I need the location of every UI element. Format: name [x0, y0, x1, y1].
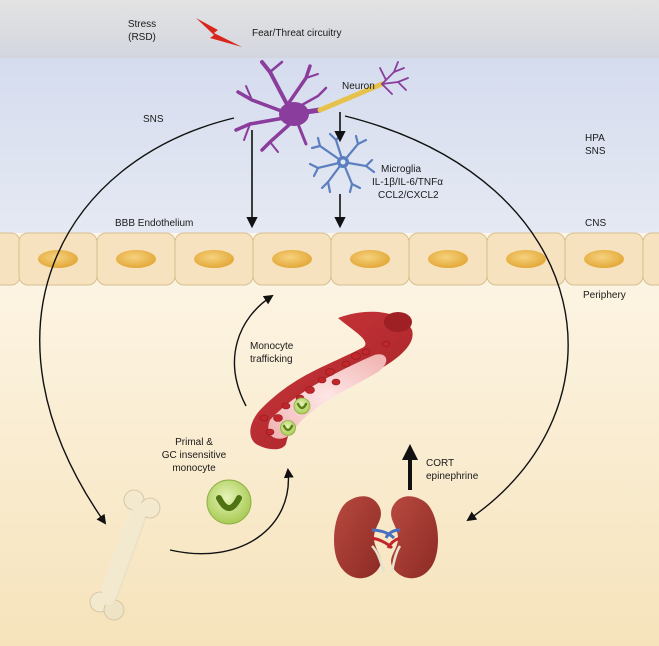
right-kidney-icon	[384, 496, 438, 579]
endothelial-cell	[0, 232, 21, 286]
chemokines-label: CCL2/CXCL2	[378, 190, 439, 201]
bone-icon	[89, 489, 161, 621]
header-band	[0, 0, 659, 58]
primal-label-1: Primal &	[175, 437, 213, 448]
microglia-label: Microglia	[381, 164, 421, 175]
hpa-sns-to-adrenal-arrow	[344, 115, 569, 522]
cytokines-label: IL-1β/IL-6/TNFα	[372, 177, 443, 188]
endothelial-cell	[408, 232, 488, 286]
vessel-monocyte	[293, 397, 311, 415]
hpa-label: HPA	[585, 133, 605, 144]
bbb-endothelium	[0, 232, 659, 286]
bbb-label: BBB Endothelium	[115, 218, 193, 229]
cns-band	[0, 58, 659, 233]
primal-label-2: GC insensitive	[162, 450, 227, 461]
monocyte-trafficking-label-1: Monocyte	[250, 341, 294, 352]
kidneys-icon	[334, 496, 438, 579]
neuron-icon	[234, 60, 409, 153]
fear-threat-label: Fear/Threat circuitry	[252, 28, 341, 39]
lightning-icon	[196, 18, 242, 47]
monocyte-trafficking-arrow	[233, 294, 274, 407]
blood-vessel-icon	[250, 311, 413, 450]
microglia-icon	[308, 132, 376, 194]
monocyte-trafficking-label-2: trafficking	[250, 354, 293, 365]
stress-label: Stress	[128, 19, 156, 30]
cort-label: CORT	[426, 458, 454, 469]
bone-to-vessel-arrow	[169, 468, 294, 555]
endothelial-cell	[18, 232, 98, 286]
epinephrine-label: epinephrine	[426, 471, 479, 482]
endothelial-cell	[330, 232, 410, 286]
neuron-label: Neuron	[342, 81, 375, 92]
endothelial-cell	[486, 232, 566, 286]
sns-to-bone-marrow-arrow	[39, 117, 235, 525]
rsd-label: (RSD)	[128, 32, 156, 43]
endothelial-cell	[252, 232, 332, 286]
endothelial-cell	[642, 232, 659, 286]
endothelial-cell	[174, 232, 254, 286]
vessel-monocyte	[280, 420, 296, 436]
sns-right-label: SNS	[585, 146, 606, 157]
periphery-band	[0, 233, 659, 646]
primal-monocyte-icon	[206, 479, 252, 525]
periphery-label: Periphery	[583, 290, 626, 301]
endothelial-cell	[564, 232, 644, 286]
primal-label-3: monocyte	[172, 463, 216, 474]
left-kidney-icon	[334, 496, 396, 579]
endothelial-cell	[96, 232, 176, 286]
sns-left-label: SNS	[143, 114, 164, 125]
cns-label: CNS	[585, 218, 606, 229]
